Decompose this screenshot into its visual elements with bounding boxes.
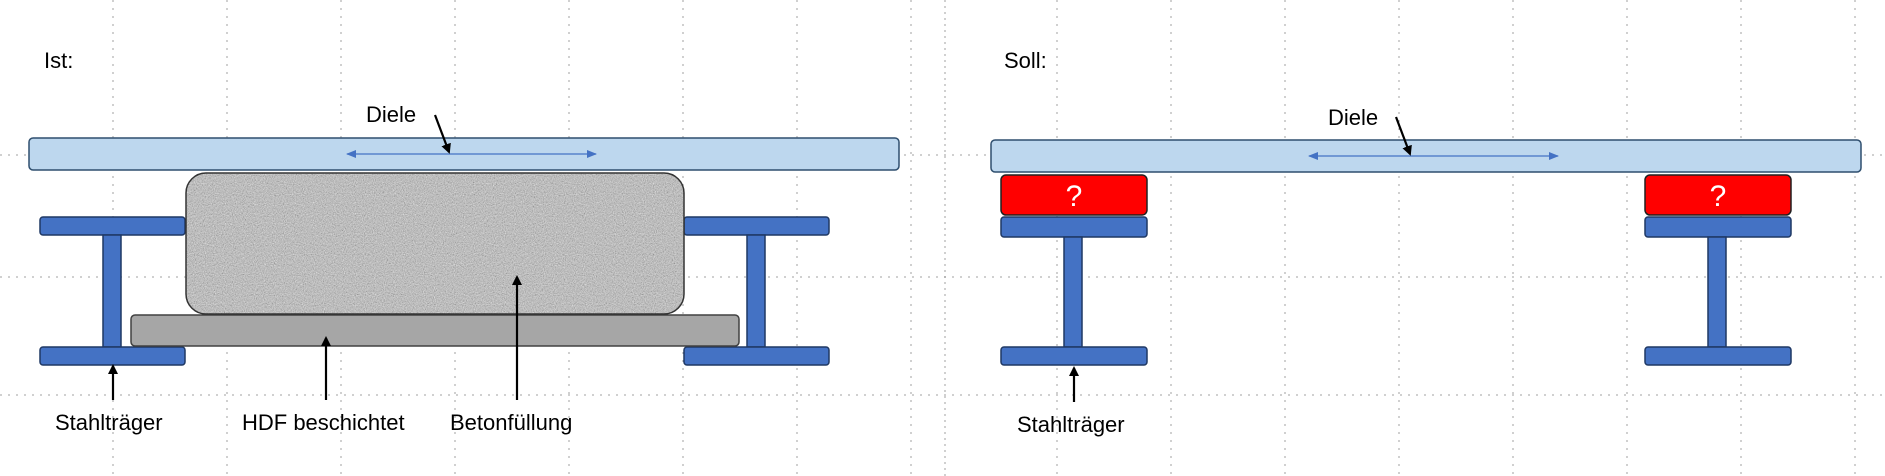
unknown-support-left: ? [1000, 174, 1148, 216]
beam-bottom-flange [39, 346, 186, 366]
leader-arrow-board [433, 114, 451, 154]
unknown-support-right: ? [1644, 174, 1792, 216]
panel-title-ist: Ist: [44, 48, 73, 73]
panel-soll: Soll: ? ? Diele Stahlträger [990, 48, 1862, 437]
beam-bottom-flange [683, 346, 830, 366]
beam-bottom-flange [1644, 346, 1792, 366]
label-concrete: Betonfüllung [450, 410, 572, 435]
label-beam: Stahlträger [55, 410, 163, 435]
hdf-board [130, 314, 740, 347]
leader-arrow-board [1394, 116, 1412, 156]
beam-web [102, 234, 122, 348]
steel-beam-left [39, 216, 186, 366]
steel-beam-left [1000, 216, 1148, 366]
beam-top-flange [39, 216, 186, 236]
panel-title-soll: Soll: [1004, 48, 1047, 73]
steel-beam-right [1644, 216, 1792, 366]
beam-top-flange [1000, 216, 1148, 238]
label-board: Diele [366, 102, 416, 127]
label-board: Diele [1328, 105, 1378, 130]
label-beam: Stahlträger [1017, 412, 1125, 437]
panel-ist: Ist: Diele Stahlträger HDF beschi [28, 48, 900, 435]
beam-top-flange [1644, 216, 1792, 238]
beam-web [1063, 236, 1083, 348]
beam-web [1707, 236, 1727, 348]
beam-web [746, 234, 766, 348]
steel-beam-right [683, 216, 830, 366]
label-hdf: HDF beschichtet [242, 410, 405, 435]
question-mark: ? [1710, 180, 1727, 213]
beam-top-flange [683, 216, 830, 236]
concrete-filling [185, 172, 685, 315]
question-mark: ? [1066, 180, 1083, 213]
beam-bottom-flange [1000, 346, 1148, 366]
